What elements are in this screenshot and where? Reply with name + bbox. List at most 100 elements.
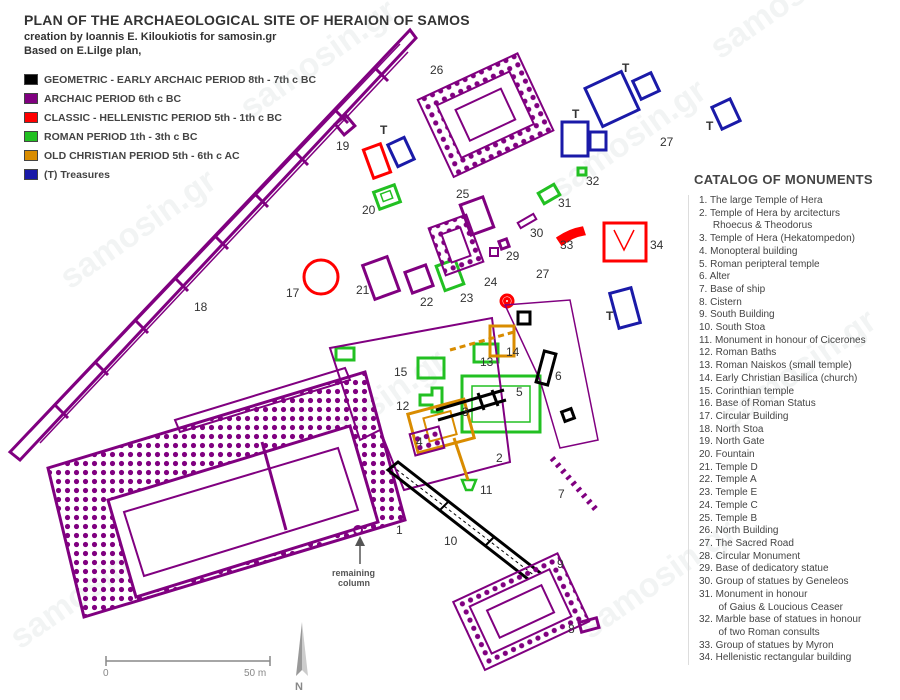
label-treasure: T	[606, 309, 614, 323]
label-13: 13	[480, 355, 494, 369]
catalog-item: 26. North Building	[699, 525, 779, 537]
label-31: 31	[558, 196, 572, 210]
label-4: 4	[416, 435, 423, 449]
label-26: 26	[430, 63, 444, 77]
catalog-item: 23. Temple E	[699, 487, 758, 499]
remaining-column-marker	[355, 536, 365, 564]
legend-label: (T) Treasures	[44, 168, 110, 181]
label-27-a: 27	[536, 267, 550, 281]
north-label: N	[295, 681, 303, 693]
label-9: 9	[557, 557, 564, 571]
label-25: 25	[456, 187, 470, 201]
catalog-title: CATALOG OF MONUMENTS	[694, 172, 873, 187]
geometric-structures	[408, 310, 577, 457]
label-33: 33	[560, 238, 574, 252]
catalog-item: 21. Temple D	[699, 461, 758, 473]
map-title: PLAN OF THE ARCHAEOLOGICAL SITE OF HERAI…	[24, 12, 470, 28]
north-arrow	[296, 622, 308, 676]
catalog-item: 2. Temple of Hera by arcitecturs	[699, 207, 840, 219]
legend-swatch	[24, 93, 38, 104]
catalog-item: 22. Temple A	[699, 474, 757, 486]
label-17: 17	[286, 286, 300, 300]
legend-swatch	[24, 131, 38, 142]
base-of-ship	[549, 456, 601, 514]
label-treasure: T	[572, 107, 580, 121]
catalog-item: 31. Monument in honour	[699, 588, 808, 600]
catalog-item: 11. Monument in honour of Cicerones	[699, 334, 866, 346]
label-treasure: T	[622, 61, 630, 75]
catalog-item: of Gaius & Loucious Ceaser	[699, 601, 843, 613]
source-line: Based on E.Lilge plan,	[24, 45, 142, 57]
catalog-item: 17. Circular Building	[699, 410, 789, 422]
legend-item-roman: ROMAN PERIOD 1th - 3th c BC	[24, 127, 316, 146]
legend-label: OLD CHRISTIAN PERIOD 5th - 6th c AC	[44, 149, 240, 162]
label-2: 2	[496, 451, 503, 465]
catalog-item: 16. Base of Roman Status	[699, 398, 816, 410]
catalog-item: 3. Temple of Hera (Hekatompedon)	[699, 233, 856, 245]
catalog-item: 8. Cistern	[699, 296, 742, 308]
catalog-item: 32. Marble base of statues in honour	[699, 614, 862, 626]
roman-monuments	[334, 166, 588, 492]
label-3: 3	[462, 405, 469, 419]
catalog-item: 12. Roman Baths	[699, 347, 777, 359]
legend-item-christian: OLD CHRISTIAN PERIOD 5th - 6th c AC	[24, 146, 316, 165]
legend-item-treasures: (T) Treasures	[24, 165, 316, 184]
catalog-item: 20. Fountain	[699, 449, 755, 461]
credit-line: creation by Ioannis E. Kiloukiotis for s…	[24, 31, 277, 43]
label-27-b: 27	[660, 135, 674, 149]
legend-label: CLASSIC - HELLENISTIC PERIOD 5th - 1th c…	[44, 111, 283, 124]
monument-labels: 1 2 3 4 5 6 7 8 9 10 11 12 13 14 15 17 1…	[103, 61, 714, 693]
legend-label: ARCHAIC PERIOD 6th c BC	[44, 92, 182, 105]
north-platform-edge	[173, 366, 352, 434]
catalog-item: 14. Early Christian Basilica (church)	[699, 372, 858, 384]
label-14: 14	[506, 345, 520, 359]
remaining-column-label: column	[338, 578, 370, 588]
catalog-item: 19. North Gate	[699, 436, 765, 448]
legend-swatch	[24, 150, 38, 161]
legend-swatch	[24, 112, 38, 123]
label-5: 5	[516, 385, 523, 399]
catalog-item: 4. Monopteral building	[699, 245, 798, 257]
label-30: 30	[530, 226, 544, 240]
label-24: 24	[484, 275, 498, 289]
catalog-item: 29. Base of dedicatory statue	[699, 563, 829, 575]
label-8: 8	[568, 622, 575, 636]
treasures	[385, 69, 743, 331]
watermark-text: samosin.gr	[703, 0, 873, 67]
catalog-of-monuments: CATALOG OF MONUMENTS 1. The large Temple…	[688, 172, 894, 666]
legend-swatch	[24, 169, 38, 180]
legend-item-geometric: GEOMETRIC - EARLY ARCHAIC PERIOD 8th - 7…	[24, 70, 316, 89]
legend-label: GEOMETRIC - EARLY ARCHAIC PERIOD 8th - 7…	[44, 73, 317, 86]
catalog-item: 24. Temple C	[699, 499, 758, 511]
label-10: 10	[444, 534, 458, 548]
catalog-item: 15. Corinthian temple	[699, 385, 795, 397]
label-7: 7	[558, 487, 565, 501]
catalog-item: Rhoecus & Theodorus	[699, 220, 813, 232]
catalog-item: 18. North Stoa	[699, 423, 764, 435]
scale-bar	[105, 656, 271, 666]
north-gate	[333, 113, 357, 137]
label-23: 23	[460, 291, 474, 305]
label-treasure: T	[706, 119, 714, 133]
catalog-item: 5. Roman peripteral temple	[699, 258, 820, 270]
label-12: 12	[396, 399, 410, 413]
legend-swatch	[24, 74, 38, 85]
label-22: 22	[420, 295, 434, 309]
small-temples	[360, 194, 538, 302]
label-6: 6	[555, 369, 562, 383]
catalog-item: 34. Hellenistic rectangular building	[699, 652, 852, 664]
south-building	[451, 552, 591, 672]
label-32: 32	[586, 174, 600, 188]
catalog-list: 1. The large Temple of Hera 2. Temple of…	[688, 195, 894, 666]
remaining-column-label: remaining	[332, 568, 375, 578]
label-treasure: T	[380, 123, 388, 137]
north-stoa-cells	[53, 66, 390, 420]
label-18: 18	[194, 300, 208, 314]
label-29: 29	[506, 249, 520, 263]
altar-enclosure	[503, 299, 599, 449]
catalog-item: 1. The large Temple of Hera	[699, 195, 823, 206]
temple-rhoecus-theodorus	[328, 316, 512, 492]
label-1: 1	[396, 523, 403, 537]
scale-zero-label: 0	[103, 668, 109, 679]
